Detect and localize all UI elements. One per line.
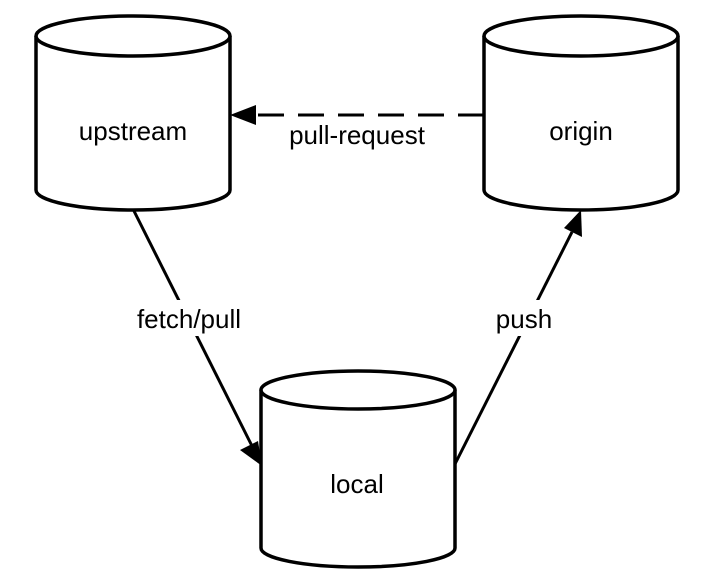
push-label-group: push xyxy=(490,300,558,336)
origin-cylinder-top xyxy=(482,14,680,58)
origin-cylinder-body xyxy=(482,36,680,212)
upstream-cylinder-body xyxy=(34,36,232,212)
node-origin: origin xyxy=(482,14,680,212)
fetch-pull-label-bg xyxy=(128,300,250,336)
push-label-bg xyxy=(490,300,558,336)
edge-push xyxy=(452,210,582,467)
node-upstream: upstream xyxy=(34,14,232,212)
local-cylinder-top xyxy=(259,369,457,411)
push-line xyxy=(452,231,574,467)
edge-pull-request xyxy=(230,105,484,125)
local-cylinder-body xyxy=(259,390,457,569)
upstream-cylinder-top xyxy=(34,14,232,58)
fetch-pull-label: fetch/pull xyxy=(137,304,241,334)
pull-request-label: pull-request xyxy=(289,120,426,150)
edge-fetch-pull xyxy=(132,210,262,466)
pull-request-label-group: pull-request xyxy=(289,120,426,150)
pull-request-arrowhead xyxy=(230,105,256,125)
local-label: local xyxy=(330,469,383,499)
origin-label: origin xyxy=(549,116,613,146)
upstream-label: upstream xyxy=(79,116,187,146)
push-label: push xyxy=(496,304,552,334)
fetch-pull-arrowhead xyxy=(240,441,262,466)
node-local: local xyxy=(259,369,457,569)
fetch-pull-label-group: fetch/pull xyxy=(128,300,250,336)
push-arrowhead xyxy=(564,210,582,237)
